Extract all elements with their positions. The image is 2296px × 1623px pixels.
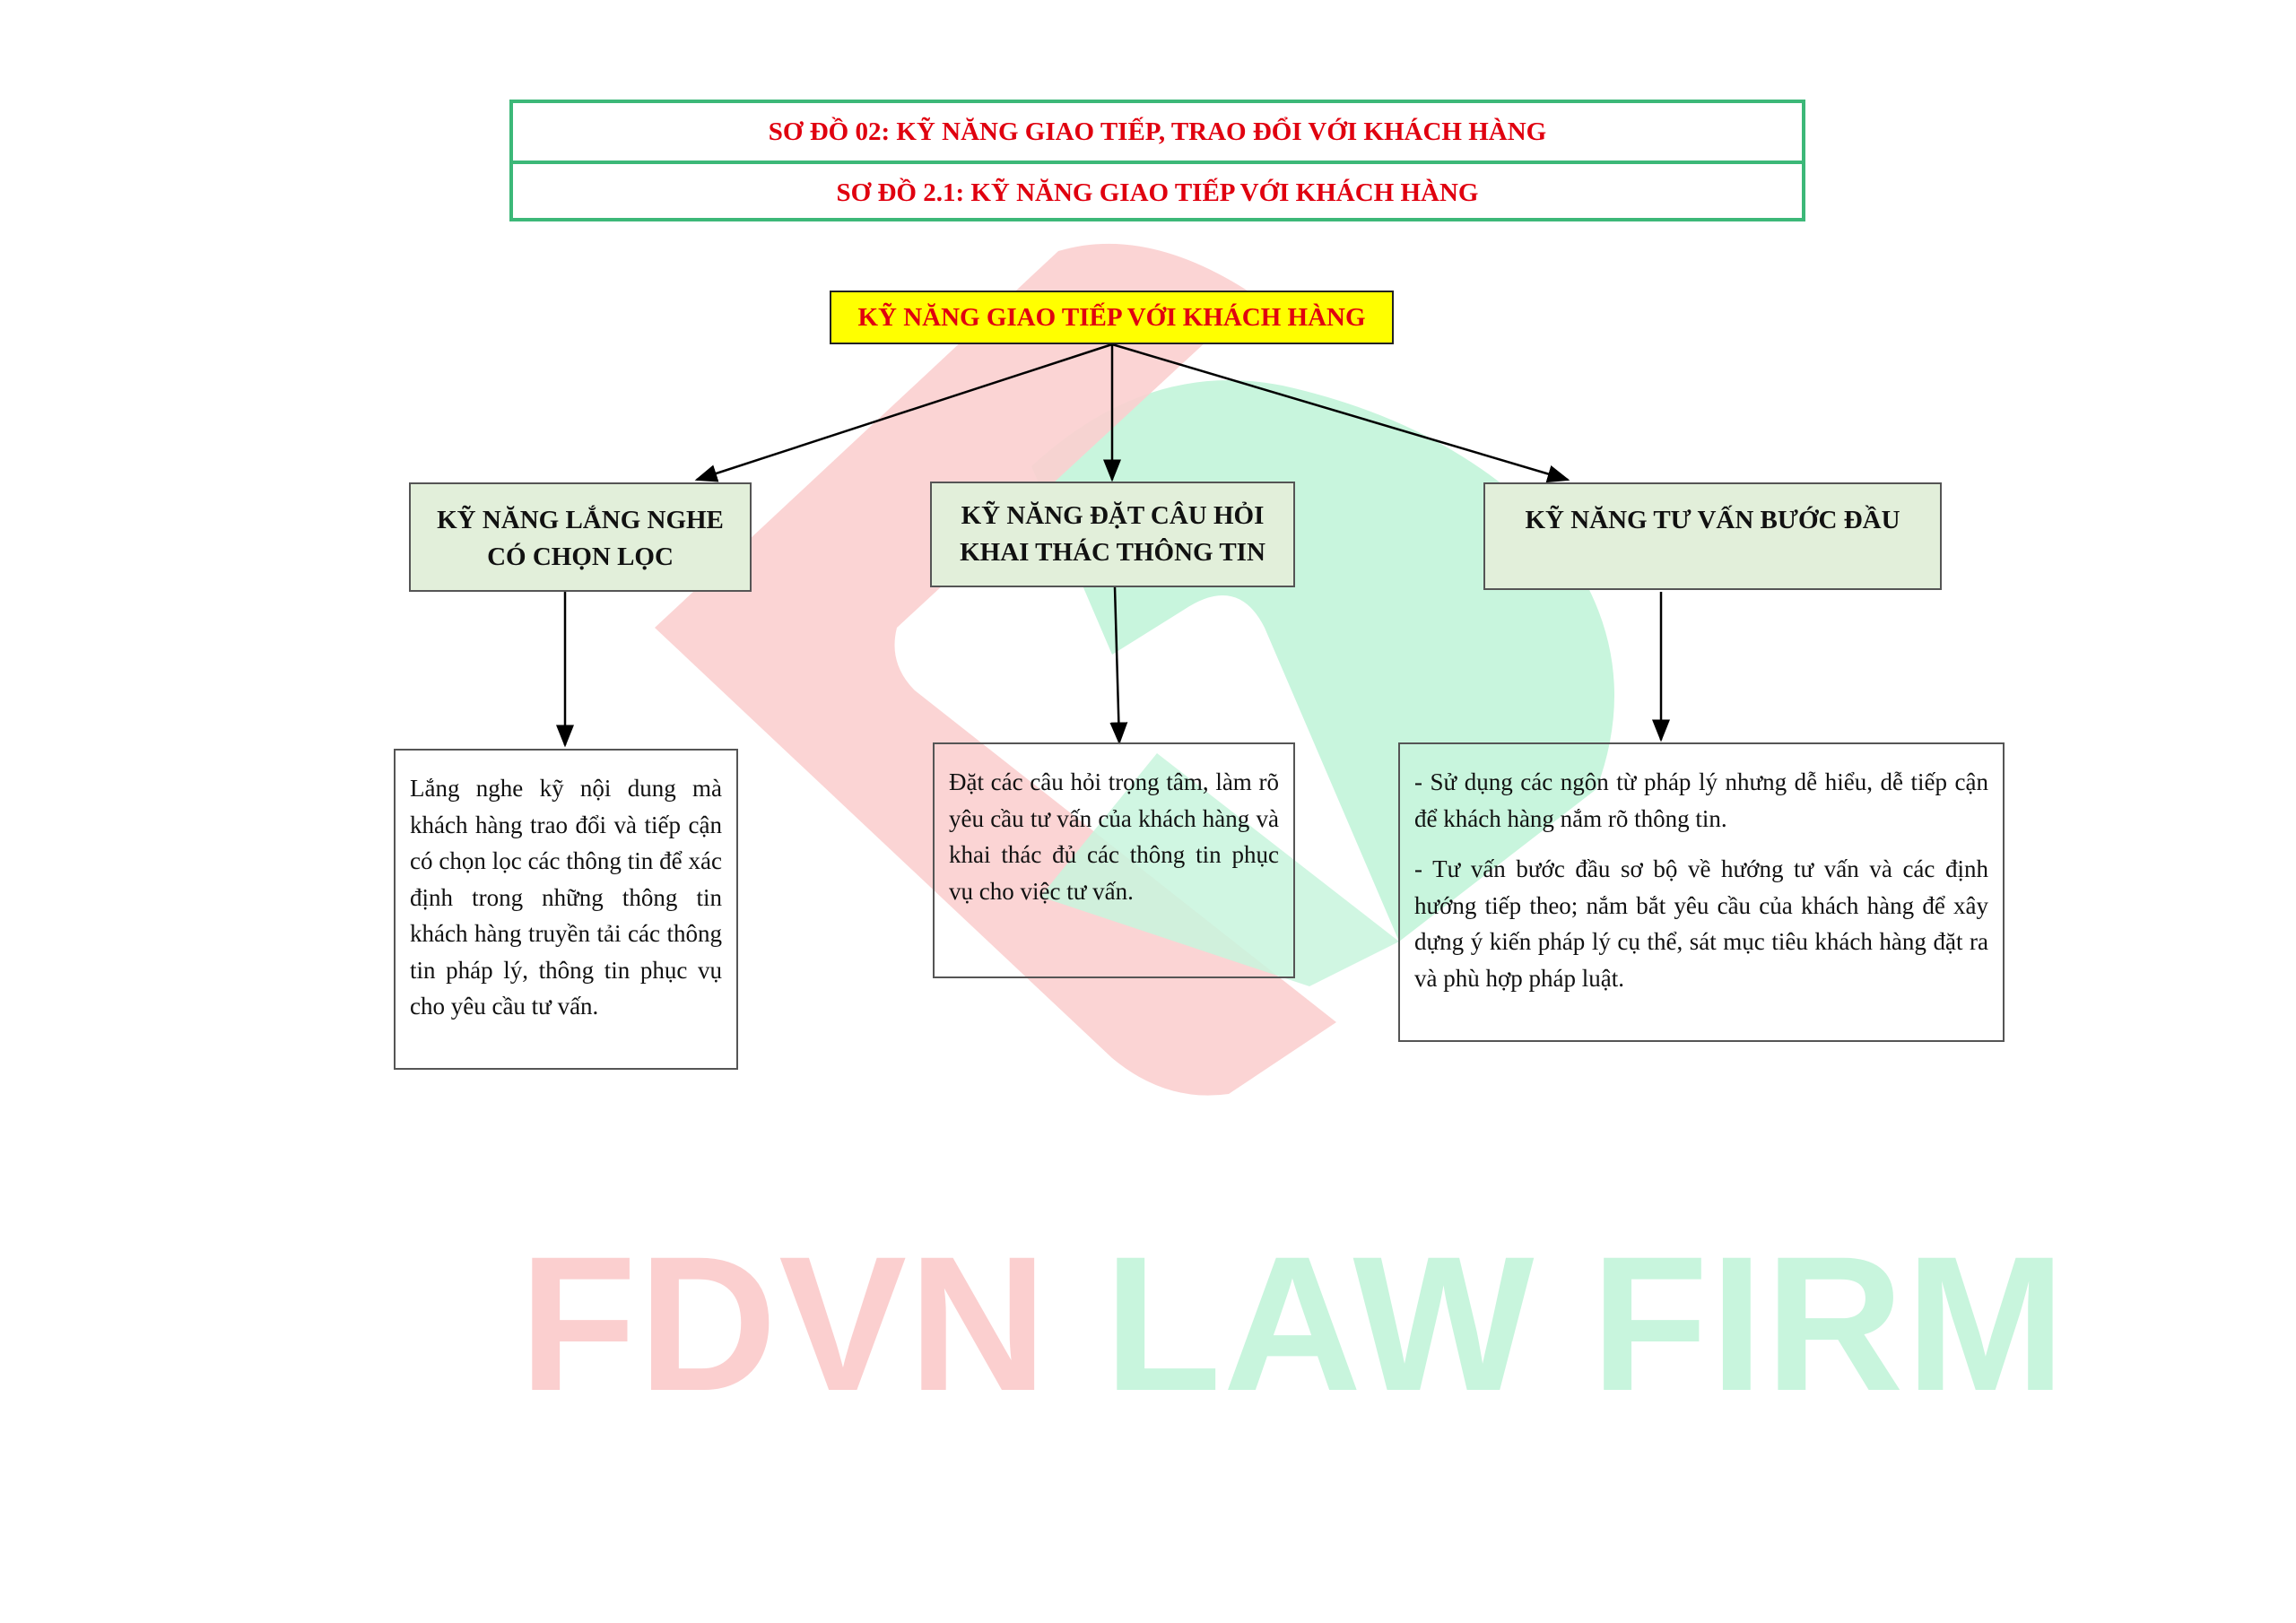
detail-text: Lắng nghe kỹ nội dung mà khách hàng trao… [410,775,722,1020]
detail-listening: Lắng nghe kỹ nội dung mà khách hàng trao… [394,749,738,1070]
arrow-questioning-to-detail [1109,586,1128,745]
branch-title: KỸ NĂNG LẮNG NGHE [437,506,724,534]
branch-title: KỸ NĂNG TƯ VẤN BƯỚC ĐẦU [1525,506,1900,534]
watermark-law-firm: LAW FIRM [1104,1217,2067,1431]
detail-text: - Sử dụng các ngôn từ pháp lý nhưng dễ h… [1414,768,1988,832]
arrow-root-to-listening [694,343,1113,482]
watermark-fdvn: FDVN [519,1217,1049,1431]
branch-questioning: KỸ NĂNG ĐẶT CÂU HỎI KHAI THÁC THÔNG TIN [930,482,1295,587]
detail-questioning: Đặt các câu hỏi trọng tâm, làm rõ yêu cầ… [933,742,1295,978]
logo-red-shape [655,243,1336,1096]
diagram-subtitle: SƠ ĐỒ 2.1: KỸ NĂNG GIAO TIẾP VỚI KHÁCH H… [836,178,1479,207]
branch-title: CÓ CHỌN LỌC [487,542,674,571]
watermark-text: FDVN LAW FIRM [519,1228,2067,1420]
branch-listening: KỸ NĂNG LẮNG NGHE CÓ CHỌN LỌC [409,482,752,592]
arrow-root-to-consulting [1111,343,1570,483]
logo-green-stroke [1040,753,1399,986]
header-box: SƠ ĐỒ 02: KỸ NĂNG GIAO TIẾP, TRAO ĐỔI VỚ… [509,100,1805,221]
detail-text: - Tư vấn bước đầu sơ bộ về hướng tư vấn … [1414,855,1988,992]
branch-title: KHAI THÁC THÔNG TIN [960,538,1265,567]
detail-consulting: - Sử dụng các ngôn từ pháp lý nhưng dễ h… [1398,742,2005,1042]
diagram-title: SƠ ĐỒ 02: KỸ NĂNG GIAO TIẾP, TRAO ĐỔI VỚ… [513,103,1802,164]
detail-text: Đặt các câu hỏi trọng tâm, làm rõ yêu cầ… [949,768,1279,905]
branch-consulting: KỸ NĂNG TƯ VẤN BƯỚC ĐẦU [1483,482,1942,590]
branch-title: KỸ NĂNG ĐẶT CÂU HỎI [961,501,1265,530]
root-node: KỸ NĂNG GIAO TIẾP VỚI KHÁCH HÀNG [830,291,1394,344]
